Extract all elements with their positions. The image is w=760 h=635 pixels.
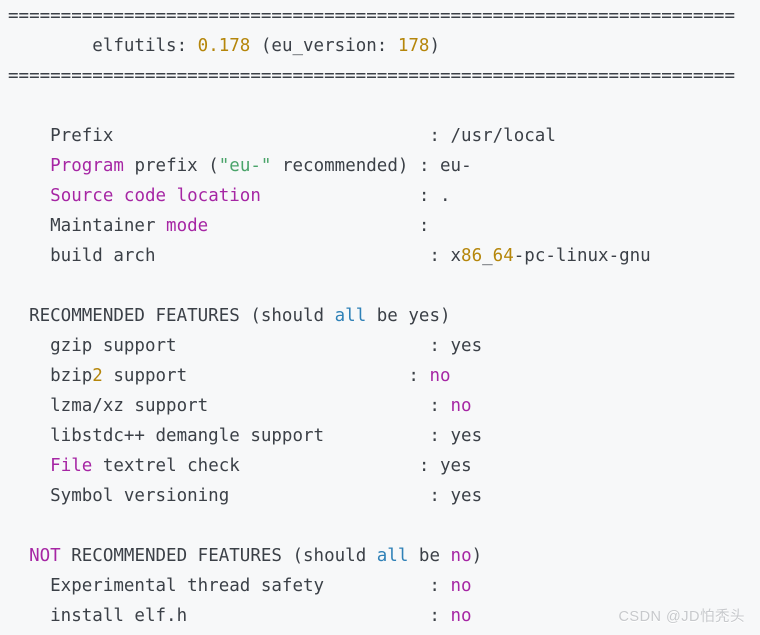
code-line: install elf.h : no (8, 601, 752, 631)
code-segment: prefix ( (123, 156, 219, 176)
code-segment: "eu-" (218, 156, 272, 176)
code-segment: ========================================… (8, 66, 735, 86)
code-segment: 0.178 (197, 36, 251, 56)
code-line: Maintainer mode : (8, 211, 752, 241)
code-line: ========================================… (8, 1, 752, 31)
code-segment: be yes) (366, 306, 451, 326)
code-segment: RECOMMENDED FEATURES (should (8, 306, 335, 326)
code-line: gzip support : yes (8, 331, 752, 361)
code-line: NOT RECOMMENDED FEATURES (should all be … (8, 541, 752, 571)
code-segment: Experimental thread safety : (8, 576, 451, 596)
code-segment: all (376, 546, 409, 566)
code-segment: lzma/xz support : (8, 396, 451, 416)
code-segment: bzip (8, 366, 93, 386)
code-line: ========================================… (8, 61, 752, 91)
code-segment: elfutils: (8, 36, 198, 56)
code-segment: 178 (397, 36, 430, 56)
code-line (8, 91, 752, 121)
code-segment: _ (482, 246, 493, 266)
code-segment: ========================================… (8, 6, 735, 26)
code-line: libstdc++ demangle support : yes (8, 421, 752, 451)
code-segment: recommended) : eu- (271, 156, 472, 176)
code-segment: build arch : x (8, 246, 462, 266)
code-line (8, 271, 752, 301)
code-segment: Prefix : /usr/local (8, 126, 556, 146)
code-segment: no (450, 396, 472, 416)
code-segment: Source code location (50, 186, 261, 206)
code-segment: no (450, 576, 472, 596)
code-line: File textrel check : yes (8, 451, 752, 481)
code-segment: mode (166, 216, 209, 236)
code-segment: 2 (92, 366, 103, 386)
code-line: Experimental thread safety : no (8, 571, 752, 601)
code-segment (8, 546, 29, 566)
code-segment: no (429, 366, 451, 386)
code-segment: Symbol versioning : yes (8, 486, 483, 506)
code-segment: textrel check : yes (92, 456, 472, 476)
code-segment: 64 (492, 246, 514, 266)
code-line: RECOMMENDED FEATURES (should all be yes) (8, 301, 752, 331)
code-segment: NOT (29, 546, 61, 566)
code-segment (8, 456, 50, 476)
code-segment: ) (471, 546, 483, 566)
code-segment: be (408, 546, 451, 566)
code-segment (8, 186, 50, 206)
code-segment: : (208, 216, 430, 236)
code-segment: ) (429, 36, 441, 56)
code-segment: File (50, 456, 93, 476)
code-line: bzip2 support : no (8, 361, 752, 391)
code-segment: (eu_version: (250, 36, 398, 56)
code-line: Prefix : /usr/local (8, 121, 752, 151)
code-segment: : . (260, 186, 451, 206)
code-line: elfutils: 0.178 (eu_version: 178) (8, 31, 752, 61)
code-line: Program prefix ("eu-" recommended) : eu- (8, 151, 752, 181)
code-segment: no (450, 546, 472, 566)
code-segment (8, 156, 50, 176)
code-segment: install elf.h : (8, 606, 451, 626)
code-segment: support : (102, 366, 430, 386)
code-segment: gzip support : yes (8, 336, 483, 356)
code-line: Source code location : . (8, 181, 752, 211)
code-segment: no (450, 606, 472, 626)
code-line: Symbol versioning : yes (8, 481, 752, 511)
code-segment: libstdc++ demangle support : yes (8, 426, 483, 446)
code-segment: RECOMMENDED FEATURES (should (60, 546, 377, 566)
code-segment: -pc-linux-gnu (513, 246, 651, 266)
code-segment: all (334, 306, 367, 326)
code-segment: Maintainer (8, 216, 167, 236)
code-line (8, 511, 752, 541)
code-segment: Program (50, 156, 124, 176)
csdn-watermark: CSDN @JD怕秃头 (618, 609, 745, 625)
code-line: lzma/xz support : no (8, 391, 752, 421)
code-segment: 86 (461, 246, 483, 266)
code-line: build arch : x86_64-pc-linux-gnu (8, 241, 752, 271)
